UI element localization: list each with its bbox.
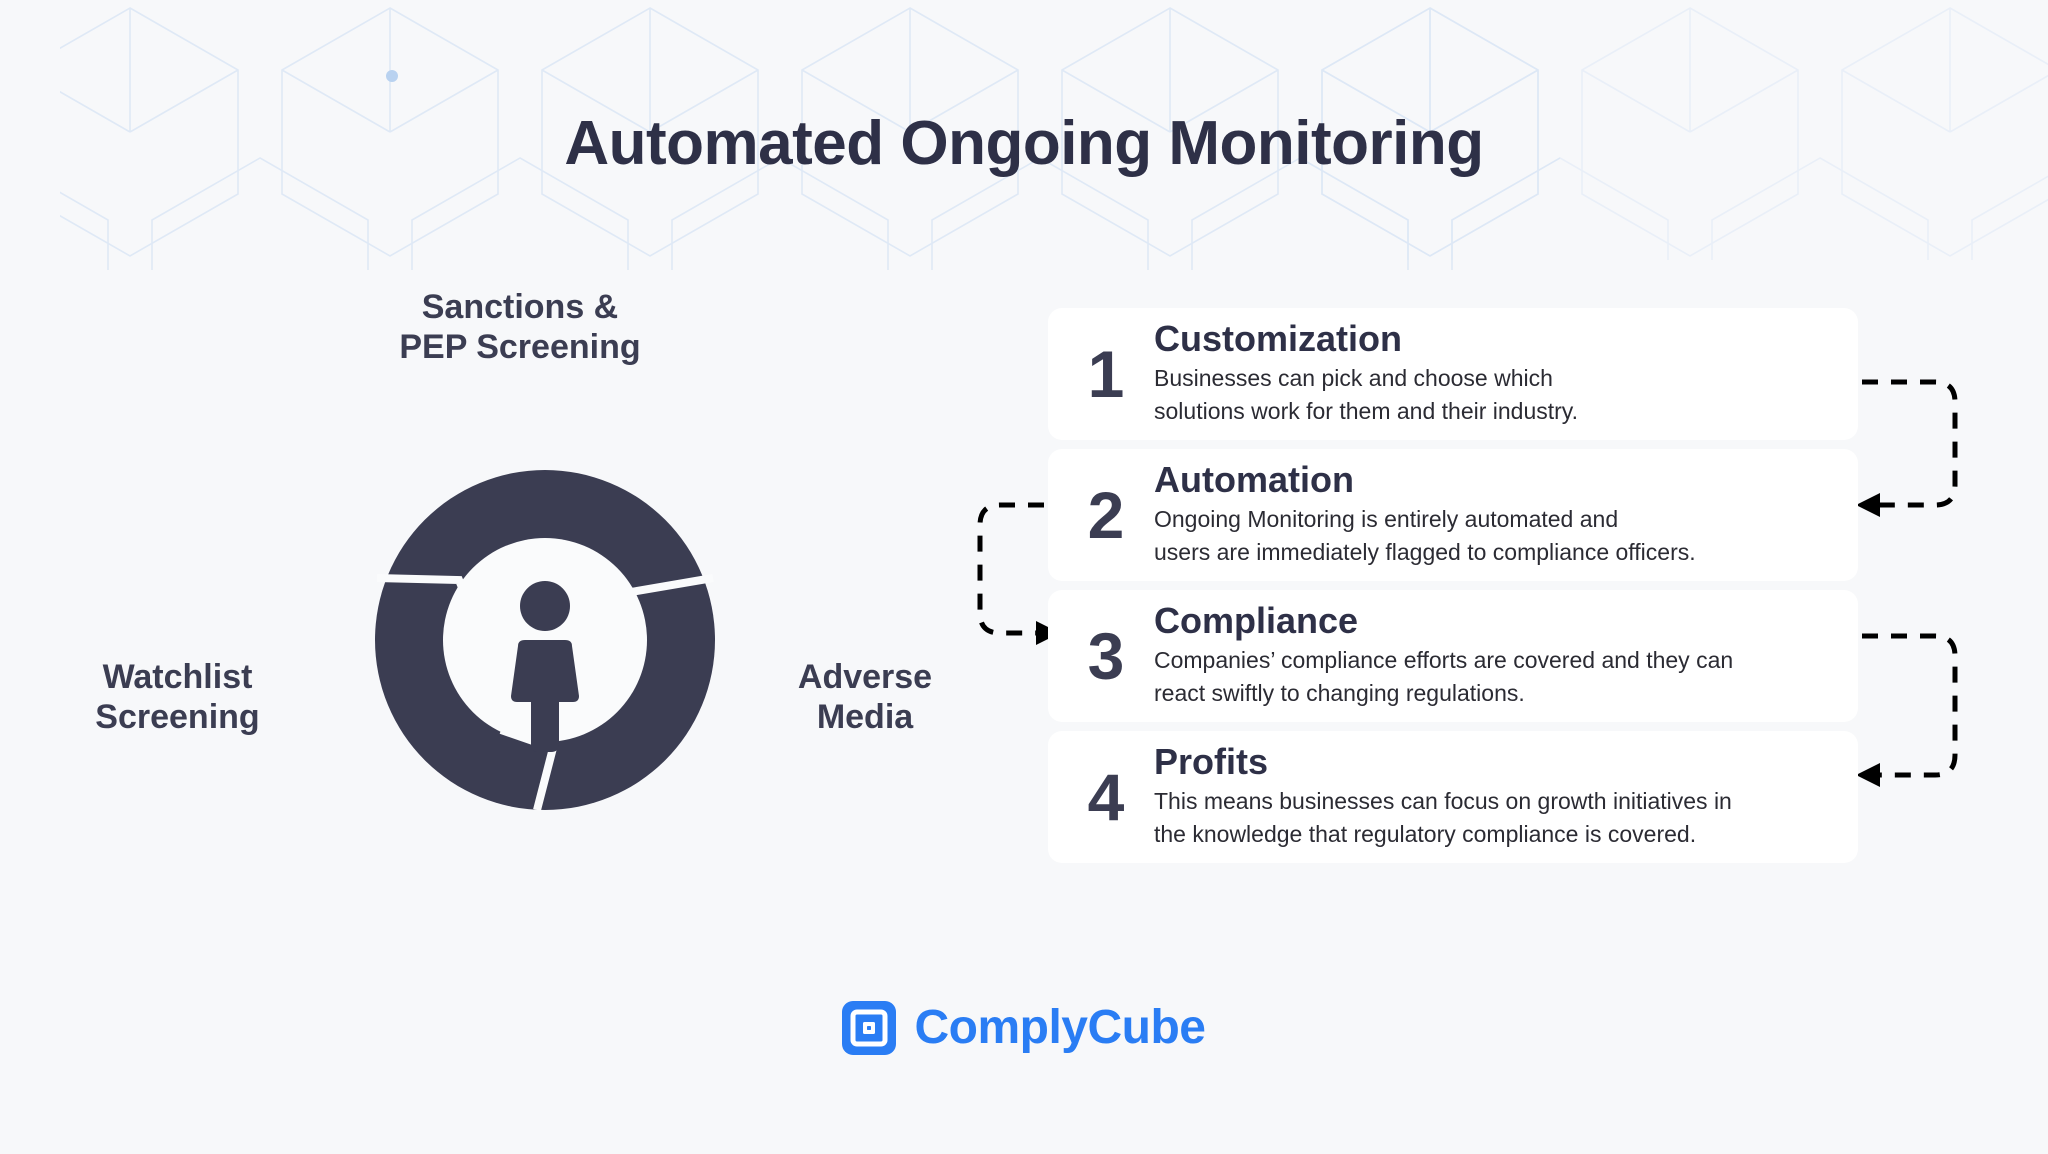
donut-label-adverse-line2: Media [816, 698, 914, 737]
step-card-1[interactable]: 1 Customization Businesses can pick and … [1048, 308, 1858, 440]
step-title-2: Automation [1154, 459, 1354, 501]
footer-brand[interactable]: ComplyCube [0, 1000, 2048, 1055]
step-description-3: Companies’ compliance efforts are covere… [1154, 644, 1733, 711]
donut-label-watchlist: Watchlist Screening [60, 657, 295, 737]
step-card-4[interactable]: 4 Profits This means businesses can focu… [1048, 731, 1858, 863]
step-desc-4-line1: This means businesses can focus on growt… [1154, 787, 1732, 814]
connector-3-to-4 [1862, 633, 1958, 778]
step-body-2: Automation Ongoing Monitoring is entirel… [1142, 460, 1710, 569]
brand-name: ComplyCube [914, 1001, 1206, 1054]
donut-label-sanctions-line1: Sanctions & [421, 288, 619, 326]
step-description-2: Ongoing Monitoring is entirely automated… [1154, 503, 1696, 570]
step-title-3: Compliance [1154, 600, 1359, 642]
step-card-2[interactable]: 2 Automation Ongoing Monitoring is entir… [1048, 449, 1858, 581]
donut-label-adverse-media: Adverse Media [750, 657, 980, 737]
person-icon [511, 581, 579, 752]
step-desc-1-line1: Businesses can pick and choose which [1154, 364, 1553, 391]
step-body-3: Compliance Companies’ compliance efforts… [1142, 601, 1747, 710]
donut-label-sanctions-line2: PEP Screening [399, 328, 641, 367]
step-card-3[interactable]: 3 Compliance Companies’ compliance effor… [1048, 590, 1858, 722]
step-description-1: Businesses can pick and choose which sol… [1154, 362, 1578, 429]
step-desc-2-line1: Ongoing Monitoring is entirely automated… [1154, 505, 1619, 532]
step-desc-2-line2: users are immediately flagged to complia… [1154, 539, 1696, 566]
donut-label-adverse-line1: Adverse [797, 658, 933, 696]
connector-1-to-2 [1862, 379, 1958, 508]
step-desc-1-line2: solutions work for them and their indust… [1154, 398, 1578, 425]
step-title-4: Profits [1154, 741, 1269, 783]
donut-chart [375, 470, 715, 811]
step-desc-3-line2: react swiftly to changing regulations. [1154, 680, 1525, 707]
step-description-4: This means businesses can focus on growt… [1154, 785, 1732, 852]
step-number-1: 1 [1087, 337, 1125, 411]
step-body-4: Profits This means businesses can focus … [1142, 742, 1746, 851]
donut-label-sanctions-pep: Sanctions & PEP Screening [310, 287, 730, 367]
monitoring-cycle-diagram: Sanctions & PEP Screening Watchlist Scre… [60, 265, 980, 865]
step-number-2: 2 [1087, 478, 1125, 552]
connector-2-to-3 [977, 502, 1044, 636]
arrowhead-into-card2 [1856, 493, 1880, 517]
step-body-1: Customization Businesses can pick and ch… [1142, 319, 1592, 428]
steps-list: 1 Customization Businesses can pick and … [1048, 308, 1858, 872]
step-desc-3-line1: Companies’ compliance efforts are covere… [1154, 646, 1734, 673]
donut-label-watchlist-line2: Screening [95, 698, 260, 737]
step-desc-4-line2: the knowledge that regulatory compliance… [1154, 821, 1697, 848]
step-title-1: Customization [1154, 318, 1402, 360]
step-number-3: 3 [1087, 619, 1125, 693]
complycube-logo-icon [842, 1000, 897, 1055]
step-number-4: 4 [1087, 760, 1125, 834]
donut-label-watchlist-line1: Watchlist [102, 658, 253, 696]
arrowhead-into-card4 [1856, 763, 1880, 787]
page-title: Automated Ongoing Monitoring [564, 109, 1484, 178]
